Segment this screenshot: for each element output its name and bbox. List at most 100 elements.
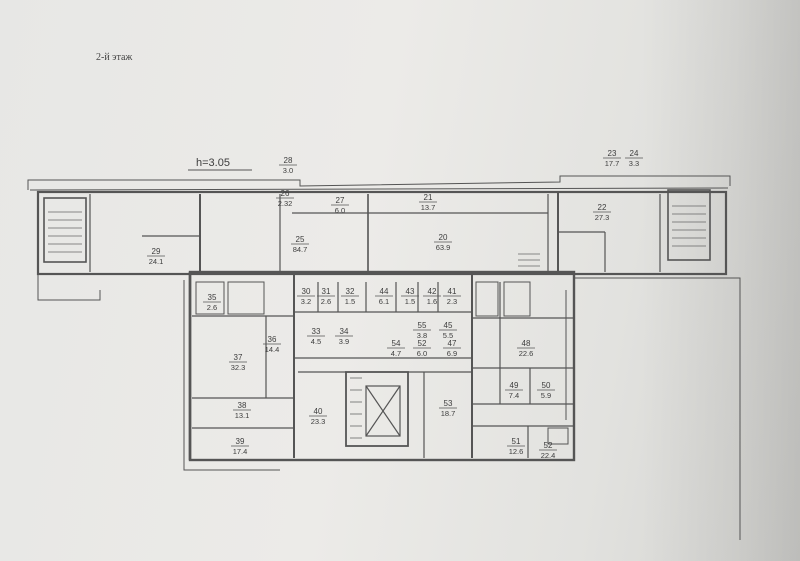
room-number: 31 [322,287,331,296]
room-label: 343.9 [335,327,353,346]
room-label: 352.6 [203,293,221,312]
room-label: 421.6 [423,287,441,306]
room-area: 3.3 [629,159,639,168]
room-area: 27.3 [595,213,610,222]
room-area: 23.3 [311,417,326,426]
room-number: 26 [281,189,290,198]
room-label: 455.5 [439,321,457,340]
room-number: 33 [312,327,321,336]
room-number: 43 [406,287,415,296]
room-number: 28 [284,156,293,165]
room-area: 6.0 [417,349,427,358]
room-area: 3.0 [283,166,293,175]
room-area: 3.9 [339,337,349,346]
room-label: 283.0 [279,156,297,175]
room-area: 6.9 [447,349,457,358]
room-number: 21 [424,193,433,202]
room-area: 17.7 [605,159,620,168]
room-number: 47 [448,339,457,348]
room-number: 39 [236,437,245,446]
room-label: 505.9 [537,381,555,400]
room-label: 303.2 [297,287,315,306]
room-number: 34 [340,327,349,336]
room-number: 52 [544,441,553,450]
room-area: 2.3 [447,297,457,306]
room-area: 2.32 [278,199,293,208]
room-area: 14.4 [265,345,280,354]
room-area: 22.4 [541,451,556,460]
room-label: 476.9 [443,339,461,358]
room-number: 23 [608,149,617,158]
room-number: 52 [418,339,427,348]
room-area: 5.9 [541,391,551,400]
room-area: 1.6 [427,297,437,306]
room-number: 36 [268,335,277,344]
room-area: 3.2 [301,297,311,306]
room-label: 412.3 [443,287,461,306]
room-label: 526.0 [413,339,431,358]
room-label: 431.5 [401,287,419,306]
room-area: 63.9 [436,243,451,252]
room-number: 42 [428,287,437,296]
room-label: 446.1 [375,287,393,306]
room-area: 24.1 [149,257,164,266]
room-number: 37 [234,353,243,362]
room-number: 55 [418,321,427,330]
room-number: 30 [302,287,311,296]
room-area: 7.4 [509,391,519,400]
room-area: 18.7 [441,409,456,418]
room-area: 17.4 [233,447,248,456]
room-label: 262.32 [276,189,294,208]
room-area: 4.7 [391,349,401,358]
room-area: 3.8 [417,331,427,340]
room-number: 48 [522,339,531,348]
room-label: 334.5 [307,327,325,346]
room-area: 2.6 [207,303,217,312]
room-number: 22 [598,203,607,212]
room-number: 51 [512,437,521,446]
room-label: 544.7 [387,339,405,358]
room-number: 54 [392,339,401,348]
room-area: 6.1 [379,297,389,306]
room-area: 13.1 [235,411,250,420]
room-label: 553.8 [413,321,431,340]
room-number: 40 [314,407,323,416]
room-area: 4.5 [311,337,321,346]
ceiling-height-label: h=3.05 [196,157,230,169]
room-number: 32 [346,287,355,296]
floor-title: 2-й этаж [96,52,133,63]
room-number: 44 [380,287,389,296]
room-number: 53 [444,399,453,408]
room-number: 20 [439,233,448,242]
room-number: 29 [152,247,161,256]
room-label: 276.0 [331,196,349,215]
room-number: 24 [630,149,639,158]
room-number: 38 [238,401,247,410]
room-area: 1.5 [345,297,355,306]
room-number: 49 [510,381,519,390]
room-label: 497.4 [505,381,523,400]
room-area: 6.0 [335,206,345,215]
room-number: 45 [444,321,453,330]
room-area: 13.7 [421,203,436,212]
room-area: 2.6 [321,297,331,306]
room-number: 25 [296,235,305,244]
room-area: 22.6 [519,349,534,358]
room-label: 312.6 [317,287,335,306]
room-number: 41 [448,287,457,296]
